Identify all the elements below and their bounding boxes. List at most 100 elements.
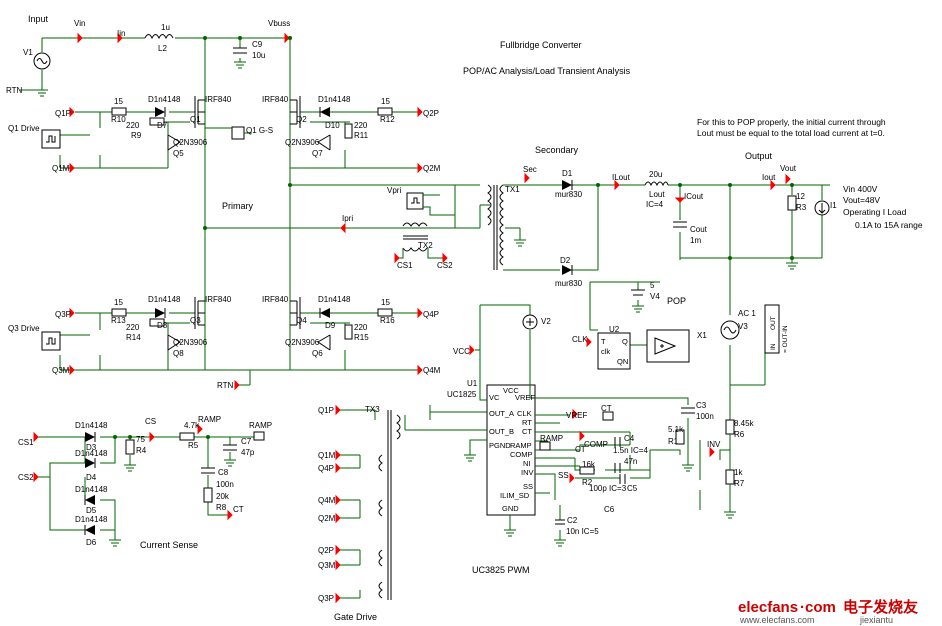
- title-line1: Fullbridge Converter: [500, 40, 582, 50]
- r15-label: R15: [354, 333, 369, 342]
- rtn2-port-icon: [234, 379, 240, 391]
- gate-port-5-label: Q2P: [318, 546, 334, 555]
- spec-line2: Vout=48V: [843, 195, 880, 205]
- pin-ct: CT: [522, 427, 532, 436]
- v3-out-pin: OUT: [770, 316, 777, 330]
- d2-part: mur830: [555, 279, 583, 288]
- current-sense-group: CS1 CS2 D1n4148 D3 D1n4148 D4 D1n4148 D5…: [18, 415, 272, 547]
- r3-label: R3: [796, 203, 807, 212]
- r13-label: R13: [111, 316, 126, 325]
- tx2-primary-icon: [402, 222, 428, 227]
- rtn2-label: RTN: [217, 381, 234, 390]
- vref-port-icon: [572, 408, 578, 420]
- r6-resistor-icon: [725, 419, 735, 435]
- q4m-port-icon: [417, 364, 423, 376]
- r7-label: R7: [734, 479, 745, 488]
- r13-value: 15: [114, 298, 123, 307]
- r3-value: 12: [796, 192, 805, 201]
- d10-diode-icon: [320, 107, 330, 117]
- icout-label: ICout: [684, 192, 704, 201]
- ct2-port-icon: [579, 430, 585, 442]
- ct-sense-port-icon: [227, 509, 233, 521]
- cout-label: Cout: [690, 225, 708, 234]
- q1-gs-label: Q1 G-S: [246, 126, 273, 135]
- q2-part: IRF840: [262, 95, 289, 104]
- r14-label: R14: [126, 333, 141, 342]
- r10-value: 15: [114, 97, 123, 106]
- d6-label: D6: [86, 538, 97, 547]
- cs1-label: CS1: [18, 438, 34, 447]
- pwm-group: V2 VCC U1 UC1825 VC VCC VREF OUT_A CLK R…: [429, 304, 755, 547]
- d5-label: D5: [86, 506, 97, 515]
- cs1-port-icon: [394, 252, 400, 264]
- cs1-top-label: CS1: [397, 261, 413, 270]
- pin-rt: RT: [522, 418, 532, 427]
- d5-diode-icon: [85, 495, 95, 505]
- pin-ramp: RAMP: [510, 441, 532, 450]
- q3-label: Q3: [190, 316, 201, 325]
- r2-value: 16k: [582, 460, 596, 469]
- vpri-label: Vpri: [387, 186, 401, 195]
- c3-capacitor-icon: [681, 407, 695, 414]
- c8-label: C8: [218, 468, 229, 477]
- tx3-primary-coil-icon: [396, 414, 401, 440]
- pin-out-a: OUT_A: [489, 409, 514, 418]
- vref-label: VREF: [566, 411, 587, 420]
- u1-label: U1: [467, 379, 478, 388]
- pin-ilim: ILIM_SD: [500, 491, 530, 500]
- q1-drive-group: Q1P Q1M Q1 Drive 15 R10 220 R9 D1n4148 D…: [8, 95, 273, 174]
- c7-value: 47p: [241, 448, 255, 457]
- d3-part: D1n4148: [75, 421, 108, 430]
- tx2-secondary-icon: [402, 247, 428, 252]
- q3p-port-icon: [69, 307, 75, 319]
- d9-diode-icon: [320, 308, 330, 318]
- d7-part: D1n4148: [148, 95, 181, 104]
- d8-diode-icon: [155, 308, 165, 318]
- c9-value: 10u: [252, 51, 265, 60]
- spec-line1: Vin 400V: [843, 184, 878, 194]
- vcc-label: VCC: [453, 347, 470, 356]
- c8-capacitor-icon: [201, 467, 215, 474]
- pin-ss: SS: [523, 482, 533, 491]
- ct-sense-label: CT: [233, 505, 244, 514]
- section-output: Output: [745, 151, 773, 161]
- q2m-port-icon: [417, 162, 423, 174]
- pop-block-group: 5 V4 CLK U2 T Q clk QN X1 AC 1 V3 IN OUT…: [572, 185, 789, 386]
- r14-value: 220: [126, 323, 140, 332]
- vout-probe-icon: [785, 173, 791, 185]
- tx3-label: TX3: [365, 405, 380, 414]
- r5-value: 4.7k: [184, 421, 200, 430]
- r11-label: R11: [354, 131, 369, 140]
- q3-drive-group: Q3P Q3M Q3 Drive 15 R13 220 R14 D1n4148 …: [8, 295, 250, 391]
- u2-clk-pin: clk: [601, 347, 610, 356]
- d9-label: D9: [325, 321, 336, 330]
- q7-part: Q2N3906: [285, 138, 320, 147]
- cout-capacitor-icon: [673, 221, 687, 228]
- r2-resistor-icon: [579, 466, 595, 475]
- tx1-primary-coil-icon: [487, 184, 492, 226]
- c4-value: 1.5n IC=4: [613, 446, 648, 455]
- ramp-probe-label: RAMP: [198, 415, 221, 424]
- v3-ac-label: AC 1: [738, 309, 756, 318]
- q3-drive-label: Q3 Drive: [8, 324, 40, 333]
- u2-label: U2: [609, 325, 620, 334]
- r1-resistor-icon: [675, 429, 685, 445]
- section-primary: Primary: [222, 201, 253, 211]
- q6-part: Q2N3906: [285, 338, 320, 347]
- cs2-label: CS2: [18, 473, 34, 482]
- q8-bjt-icon: [167, 334, 181, 351]
- r13-resistor-icon: [111, 308, 127, 317]
- x1-label: X1: [697, 331, 707, 340]
- gate-port-3-label: Q4M: [318, 496, 336, 505]
- r9-resistor-icon: [149, 117, 165, 126]
- r5-resistor-icon: [179, 432, 195, 441]
- r12-resistor-icon: [377, 107, 393, 116]
- r9-value: 220: [126, 121, 140, 130]
- pin-clk: CLK: [517, 409, 532, 418]
- input-iin-label: Iin: [117, 29, 125, 38]
- c5-capacitor-icon: [619, 474, 626, 484]
- spec-line4: 0.1A to 15A range: [855, 220, 923, 230]
- r8-label: R8: [216, 503, 227, 512]
